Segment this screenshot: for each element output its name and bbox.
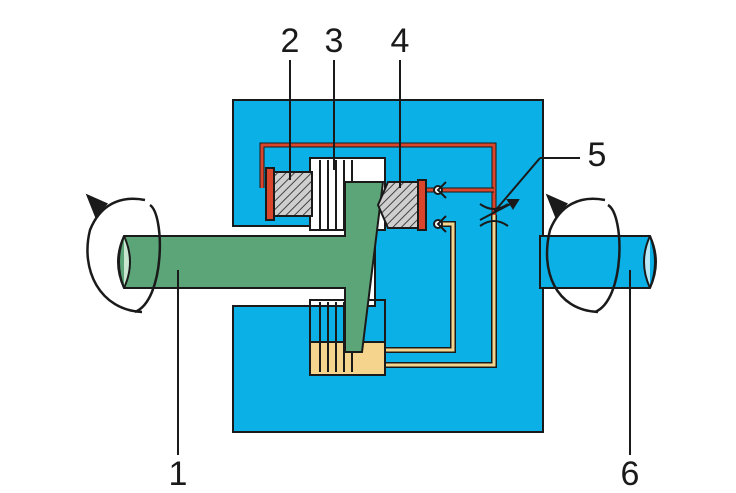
throttle-valve-icon bbox=[479, 199, 520, 227]
output-shaft bbox=[539, 235, 657, 289]
label-3: 3 bbox=[325, 22, 344, 60]
label-5: 5 bbox=[588, 136, 607, 174]
rotation-arrow-icon bbox=[545, 193, 621, 314]
leader-lines bbox=[177, 60, 631, 455]
oil-lines bbox=[382, 215, 497, 368]
piston-right bbox=[376, 181, 424, 229]
label-4: 4 bbox=[391, 22, 410, 60]
input-shaft bbox=[117, 181, 385, 353]
label-2: 2 bbox=[281, 22, 300, 60]
label-6: 6 bbox=[621, 455, 640, 493]
check-valve-icon bbox=[433, 181, 447, 233]
rotation-arrow-icon bbox=[85, 193, 162, 314]
label-1: 1 bbox=[169, 455, 188, 493]
